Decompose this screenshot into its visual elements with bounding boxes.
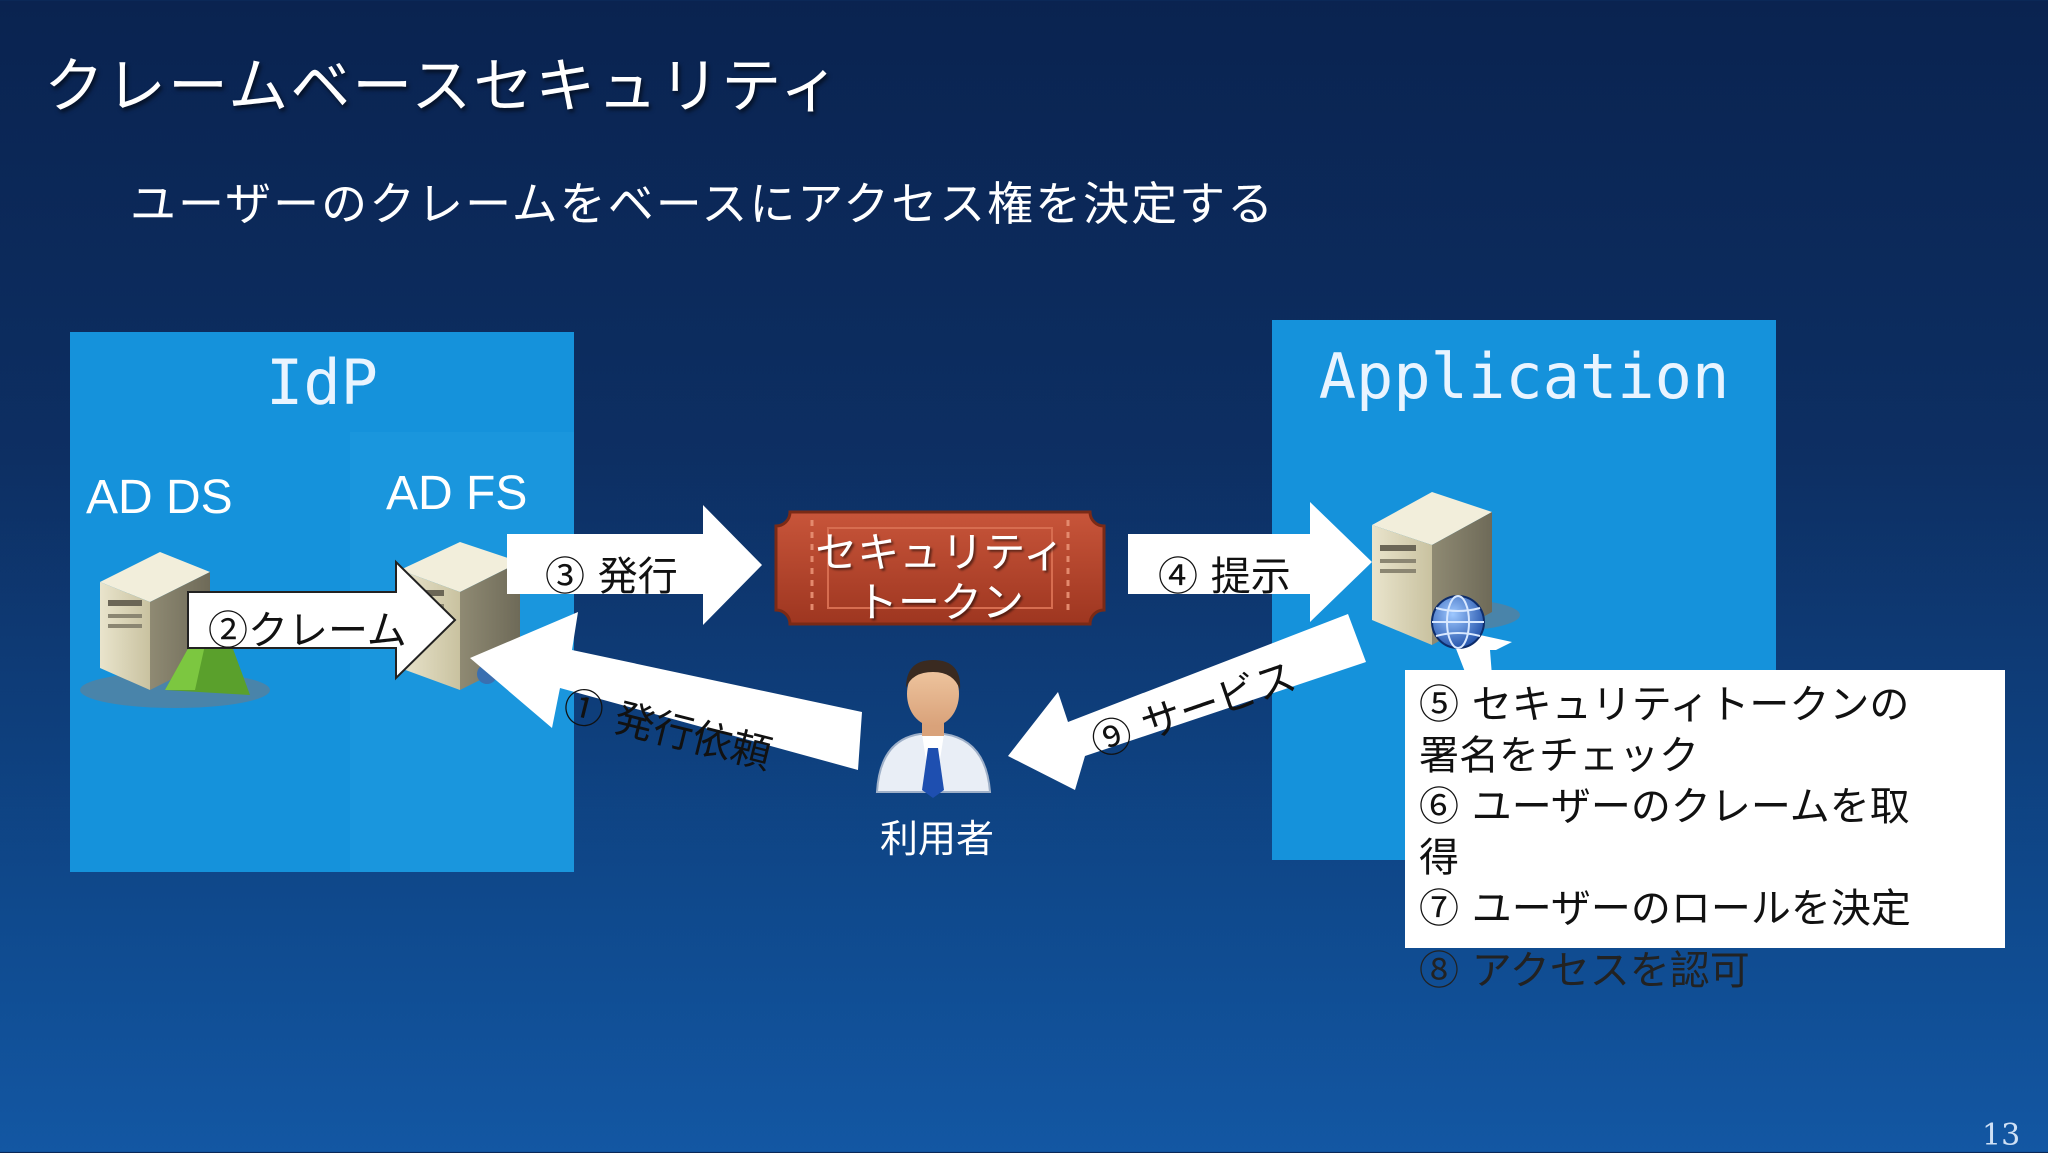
ticket-label-line2: トークン	[855, 578, 1024, 627]
present-arrow-label: ④ 提示	[1158, 554, 1291, 600]
note-line: ⑤ セキュリティトークンの	[1419, 682, 1910, 728]
issue-arrow-label: ③ 発行	[545, 554, 678, 600]
ticket-label-line1: セキュリティ	[815, 528, 1065, 577]
user-label: 利用者	[880, 817, 995, 861]
service-arrow	[1008, 614, 1366, 790]
idp-title: IdP	[266, 346, 378, 419]
globe-icon	[1431, 595, 1485, 649]
ad-fs-label: AD FS	[386, 467, 528, 520]
note-overflow-line: ⑧ アクセスを認可	[1419, 948, 1750, 994]
slide-title: クレームベースセキュリティ	[44, 52, 842, 122]
note-line: 得	[1419, 835, 1459, 881]
user-person-icon	[875, 660, 992, 798]
note-line: ⑥ ユーザーのクレームを取	[1419, 784, 1910, 830]
claim-arrow-label: ②クレーム	[208, 608, 407, 654]
page-number: 13	[1982, 1118, 2021, 1153]
note-line: ⑦ ユーザーのロールを決定	[1419, 886, 1911, 932]
issue-request-arrow	[470, 612, 862, 770]
steps-note-box: ⑤ セキュリティトークンの 署名をチェック ⑥ ユーザーのクレームを取 得 ⑦ …	[1405, 670, 2005, 948]
note-line: 署名をチェック	[1419, 733, 1699, 779]
claim-arrow	[187, 559, 457, 681]
issue-arrow	[507, 505, 762, 625]
application-title: Application	[1318, 340, 1730, 413]
present-arrow	[1128, 502, 1372, 622]
ad-ds-label: AD DS	[86, 471, 233, 524]
security-token-ticket-icon	[774, 510, 1106, 626]
slide-subtitle: ユーザーのクレームをベースにアクセス権を決定する	[130, 177, 1276, 231]
ticket-label: セキュリティ トークン	[776, 528, 1104, 628]
